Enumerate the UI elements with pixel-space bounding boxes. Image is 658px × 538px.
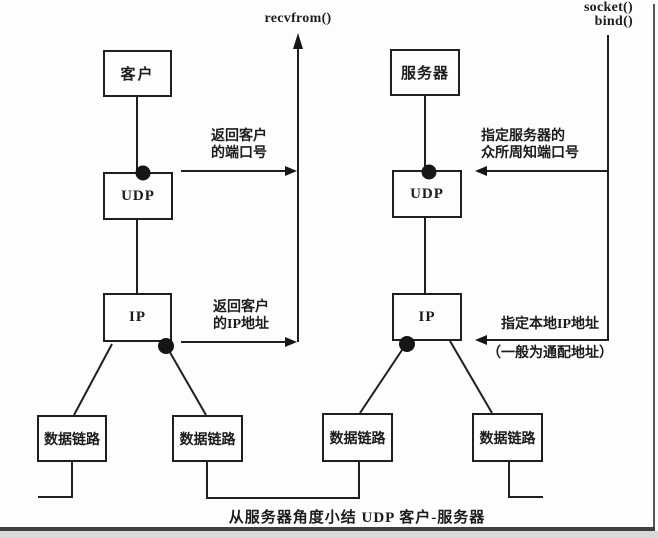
annotation-line: 的端口号 <box>211 146 267 161</box>
client-ip-box: IP <box>103 293 172 342</box>
client-udp-box: UDP <box>103 172 173 220</box>
server-udp-box: UDP <box>392 170 462 218</box>
server-ip-box: IP <box>392 293 462 341</box>
server-application-box: 服务器 <box>390 49 460 96</box>
client-port-arrowhead <box>285 166 297 176</box>
server-datalink-right-tail <box>508 462 543 498</box>
socket-bind-labels: socket() bind() <box>556 1 633 29</box>
annotation-line: 返回客户 <box>211 129 267 144</box>
annotation-return-client-ip: 返回客户 的IP地址 <box>213 299 269 333</box>
recvfrom-up-arrowhead <box>293 33 303 49</box>
client-ip-datalink-right-link <box>167 348 207 416</box>
client-datalink-right-box: 数据链路 <box>172 415 243 462</box>
client-ip-arrowhead <box>285 337 297 347</box>
client-datalink-left-box: 数据链路 <box>37 415 107 462</box>
server-datalink-right-box: 数据链路 <box>472 413 543 462</box>
socket-label: socket() <box>583 0 633 15</box>
annotation-line: 指定服务器的 <box>481 129 565 144</box>
wellknown-port-arrowhead <box>475 166 487 176</box>
client-application-box: 客户 <box>103 50 172 97</box>
annotation-return-client-port: 返回客户 的端口号 <box>211 128 267 162</box>
bind-label: bind() <box>594 14 633 29</box>
page-edge-bottom <box>0 527 655 531</box>
page-edge-bottom-margin <box>0 531 658 538</box>
annotation-wellknown-port: 指定服务器的 众所周知端口号 <box>481 128 579 162</box>
annotation-line: 返回客户 <box>213 300 269 315</box>
annotation-line: 的IP地址 <box>213 317 269 332</box>
client-server-network-link <box>206 462 360 499</box>
client-ip-datalink-left-link <box>73 343 113 416</box>
socket-bind-line <box>483 35 609 341</box>
annotation-local-ip-line2: （一般为通配地址） <box>487 346 613 361</box>
recvfrom-label: recvfrom() <box>264 11 332 26</box>
page-edge-right <box>653 4 655 531</box>
figure-caption: 从服务器角度小结 UDP 客户-服务器 <box>228 510 486 526</box>
server-datalink-left-box: 数据链路 <box>322 413 393 462</box>
client-datalink-left-tail <box>38 462 73 498</box>
local-ip-arrowhead <box>475 335 487 345</box>
annotation-local-ip-line1: 指定本地IP地址 <box>501 317 599 332</box>
annotation-line: 众所周知端口号 <box>481 146 579 161</box>
server-ip-datalink-left-link <box>359 346 405 414</box>
